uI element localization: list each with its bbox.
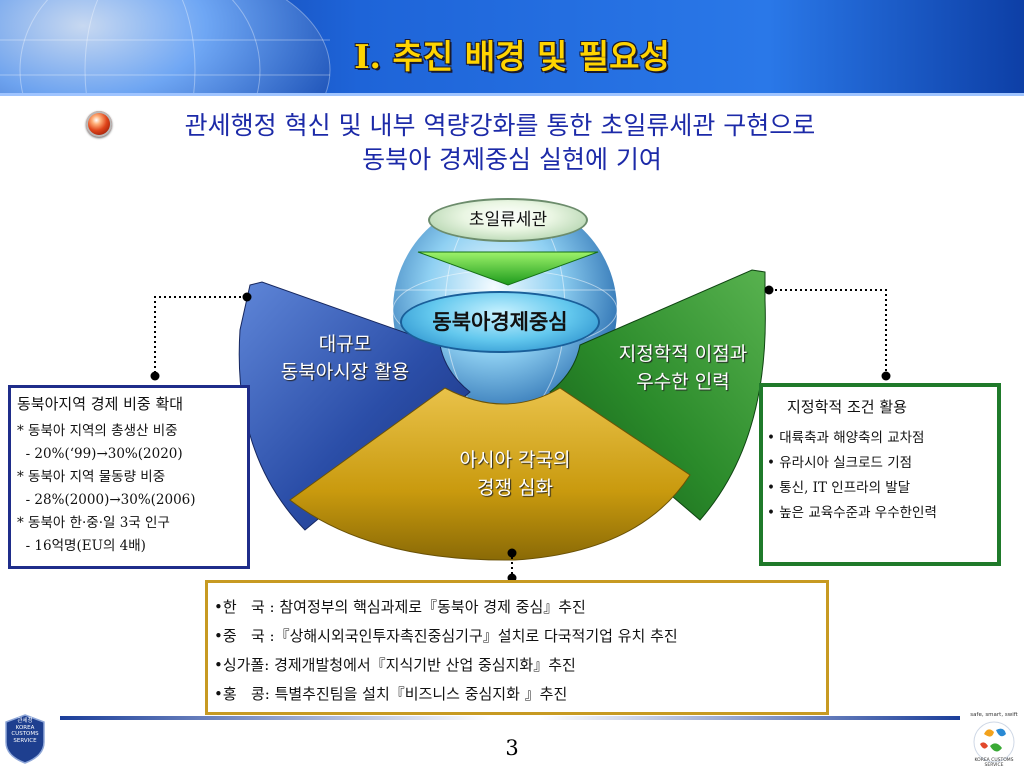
bottom-segment-line-2: 경쟁 심화 [477, 477, 553, 499]
kcs-slogan-logo: safe, smart, swift KOREA CUSTOMS SERVICE [966, 712, 1022, 768]
top-pill-label: 초일류세관 [428, 198, 588, 242]
bottom-segment-label: 아시아 각국의 경쟁 심화 [400, 446, 630, 502]
left-box-line: - 16억명(EU의 4배) [17, 538, 146, 554]
bottom-segment-line-1: 아시아 각국의 [459, 449, 571, 471]
right-segment-line-1: 지정학적 이점과 [618, 343, 748, 365]
right-segment-line-2: 우수한 인력 [636, 371, 730, 393]
left-box-line: * 동북아 한·중·일 3국 인구 [17, 515, 170, 531]
right-segment-label: 지정학적 이점과 우수한 인력 [583, 340, 783, 396]
kcs-name-text: KOREA CUSTOMS SERVICE [974, 758, 1014, 768]
slogan-text: safe, smart, swift [970, 712, 1018, 718]
left-segment-shape [238, 281, 471, 531]
logo-text: KOREA [15, 724, 35, 731]
subtitle-line-1: 관세행정 혁신 및 내부 역량강화를 통한 초일류세관 구현으로 [184, 111, 816, 140]
bottom-segment-shape [289, 387, 691, 561]
left-segment-line-2: 동북아시장 활용 [280, 361, 410, 383]
right-segment-shape [549, 269, 766, 521]
page-title: I. 추진 배경 및 필요성 [354, 37, 670, 76]
header-banner [0, 0, 1024, 96]
left-box-line: - 28%(2000)→30%(2006) [17, 492, 196, 508]
bottom-box-item: •싱가폴: 경제개발청에서『지식기반 산업 중심지화』추진 [214, 656, 576, 674]
left-box-line: * 동북아 지역 물동량 비중 [17, 469, 166, 485]
left-info-box: 동북아지역 경제 비중 확대 * 동북아 지역의 총생산 비중 - 20%(‘9… [8, 385, 250, 569]
customs-shield-icon [5, 714, 45, 764]
center-oval-label: 동북아경제중심 [400, 291, 600, 353]
right-box-item: • 유라시아 실크로드 기점 [767, 455, 913, 471]
logo-text: CUSTOMS [11, 731, 39, 737]
bottom-box-item: •홍 콩: 특별추진팀을 설치『비즈니스 중심지화 』추진 [214, 685, 568, 703]
green-triangle-icon [417, 251, 599, 286]
footer-graphics [60, 716, 960, 720]
orange-bullet-icon [86, 111, 112, 137]
left-box-line: - 20%(‘99)→30%(2020) [17, 446, 183, 462]
right-box-item: • 대륙축과 해양축의 교차점 [767, 430, 925, 446]
left-box-heading: 동북아지역 경제 비중 확대 [17, 395, 184, 413]
page-number: 3 [505, 736, 519, 760]
right-box-heading: 지정학적 조건 활용 [787, 398, 907, 416]
left-segment-line-1: 대규모 [318, 333, 372, 355]
hands-logo-icon [973, 721, 1015, 763]
header-background [0, 0, 1024, 96]
bottom-info-box: •한 국 : 참여정부의 핵심과제로『동북아 경제 중심』추진 •중 국 :『상… [205, 580, 829, 715]
customs-logo: 관세청 KOREA CUSTOMS SERVICE [4, 714, 46, 764]
right-info-box: 지정학적 조건 활용 • 대륙축과 해양축의 교차점 • 유라시아 실크로드 기… [759, 383, 1001, 566]
right-box-item: • 통신, IT 인프라의 발달 [767, 480, 911, 496]
logo-text: 관세청 [17, 718, 33, 724]
right-box-item: • 높은 교육수준과 우수한인력 [767, 505, 937, 521]
subtitle-line-2: 동북아 경제중심 실현에 기여 [362, 145, 662, 174]
bottom-box-item: •한 국 : 참여정부의 핵심과제로『동북아 경제 중심』추진 [214, 598, 586, 616]
logo-text: SERVICE [13, 737, 37, 744]
bottom-box-item: •중 국 :『상해시외국인투자촉진중심기구』설치로 다국적기업 유치 추진 [214, 627, 678, 645]
left-segment-label: 대규모 동북아시장 활용 [240, 330, 450, 386]
left-box-line: * 동북아 지역의 총생산 비중 [17, 423, 178, 439]
